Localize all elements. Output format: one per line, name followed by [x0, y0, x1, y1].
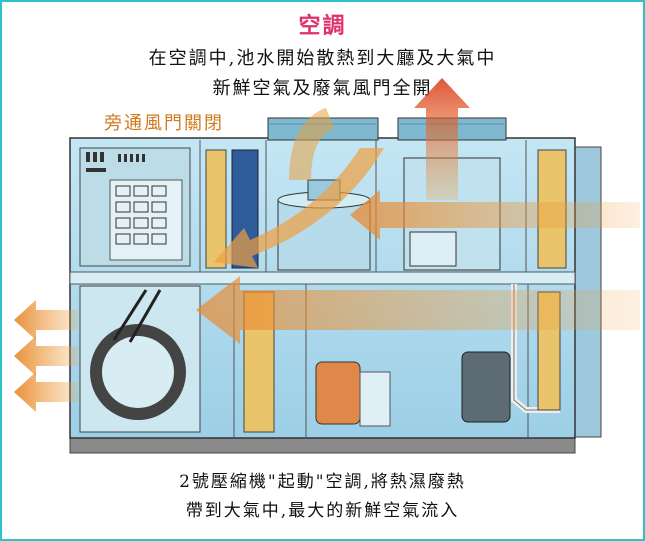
description-line-1: 在空調中,池水開始散熱到大廳及大氣中: [148, 48, 497, 69]
exhaust-arrow-up: [414, 78, 470, 200]
return-air-arrow: [214, 148, 384, 268]
fresh-air-arrow-lower: [196, 276, 640, 344]
compressor-2: [461, 351, 511, 423]
unit-base: [69, 436, 576, 454]
description-line-2: 新鮮空氣及廢氣風門全開: [212, 78, 433, 99]
supply-arrow-3: [14, 372, 78, 412]
supply-arrow-2: [14, 336, 78, 376]
caption-line-2: 帶到大氣中,最大的新鮮空氣流入: [185, 501, 460, 521]
compressor-1: [315, 361, 361, 425]
section-divider: [69, 271, 576, 285]
bypass-damper-label: 旁通風門關閉: [104, 113, 224, 134]
supply-arrow-1: [14, 300, 78, 340]
caption-line-1: 2號壓縮機"起動"空調,將熱濕廢熱: [179, 472, 466, 492]
fresh-air-arrow-upper: [350, 190, 640, 240]
filter-coil-left: [205, 149, 227, 269]
page-title: 空調: [298, 13, 347, 39]
